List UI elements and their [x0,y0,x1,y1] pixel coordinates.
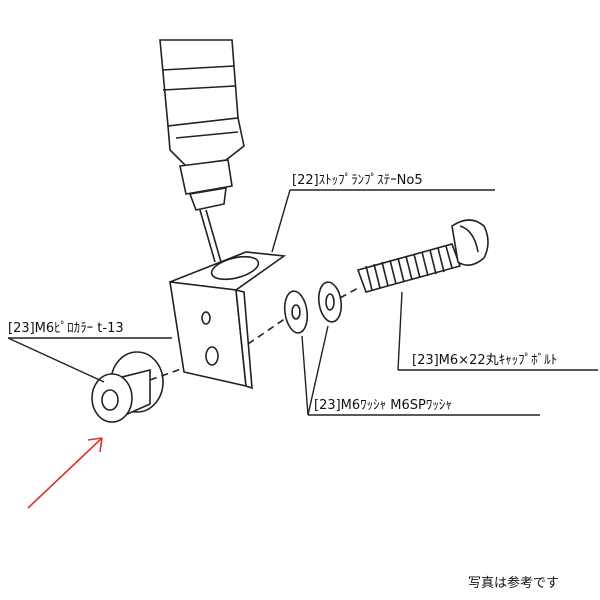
reference-photo-note: 写真は参考です [468,576,560,591]
m6x22-cap-bolt [356,219,489,293]
label-stop-lamp-stay: [22]ｽﾄｯﾌﾟﾗﾝﾌﾟｽﾃｰNo5 [292,173,423,188]
label-washers: [23]M6ﾜｯｼｬ M6SPﾜｯｼｬ [314,398,452,413]
leader-lines [7,189,598,416]
label-cap-bolt: [23]M6×22丸ｷｬｯﾌﾟﾎﾞﾙﾄ [412,353,557,368]
m6-pillow-collar [91,351,164,423]
stop-lamp-stay-bracket [169,251,287,390]
red-pointer-arrow [27,437,103,509]
assembly-axis [149,287,359,381]
frame-tube [159,39,245,263]
label-pillow-collar: [23]M6ﾋﾟﾛｶﾗｰ t-13 [8,321,124,336]
m6-washers [283,281,343,334]
